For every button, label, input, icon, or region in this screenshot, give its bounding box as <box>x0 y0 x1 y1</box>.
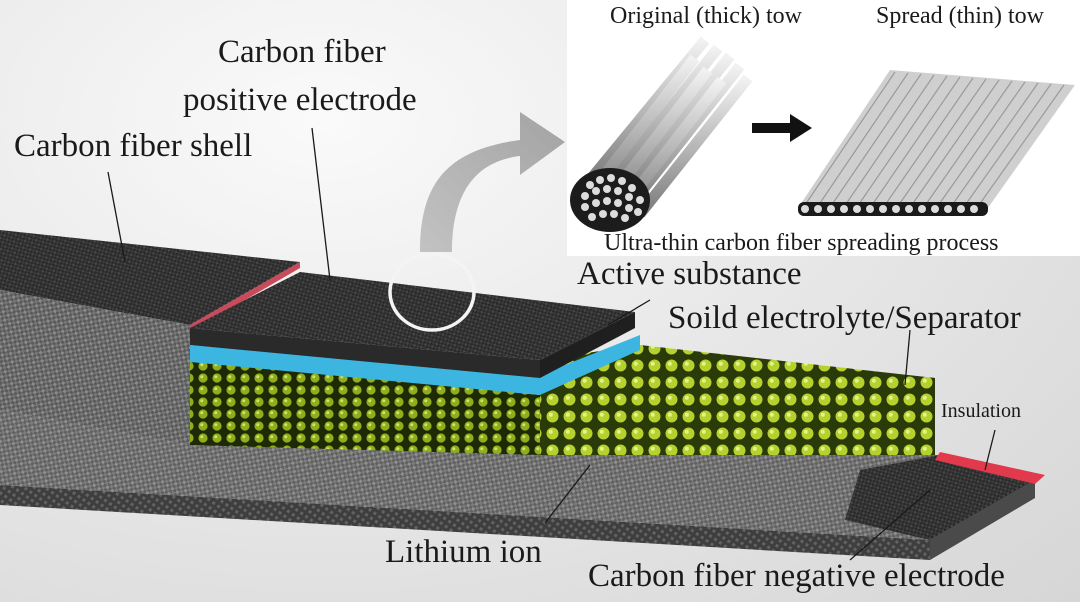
label-carbon-fiber-shell: Carbon fiber shell <box>14 128 253 164</box>
carbon-fiber-shell <box>0 230 300 445</box>
negative-electrode-panel <box>845 455 1035 540</box>
insulation-strip <box>935 452 1045 484</box>
positive-electrode-block <box>190 272 635 378</box>
inset-caption: Ultra-thin carbon fiber spreading proces… <box>604 230 999 256</box>
label-insulation: Insulation <box>941 400 1021 422</box>
label-positive-electrode-line1: Carbon fiber <box>218 34 386 70</box>
spread-tow-icon <box>798 70 1075 216</box>
thick-tow-icon <box>570 36 753 232</box>
base-shell <box>0 410 1035 560</box>
inset-label-original-tow: Original (thick) tow <box>610 3 802 29</box>
curved-arrow <box>420 112 565 252</box>
leader-lines <box>107 127 996 561</box>
inset-label-spread-tow: Spread (thin) tow <box>876 3 1044 29</box>
magnifier-circle <box>388 252 476 332</box>
label-negative-electrode: Carbon fiber negative electrode <box>588 558 1005 594</box>
label-active-substance: Active substance <box>577 256 802 292</box>
lithium-ion-block <box>190 345 935 455</box>
spread-arrow-icon <box>752 114 812 142</box>
label-separator: Soild electrolyte/Separator <box>668 300 1021 336</box>
label-lithium-ion: Lithium ion <box>385 534 542 570</box>
label-positive-electrode-line2: positive electrode <box>183 82 417 118</box>
